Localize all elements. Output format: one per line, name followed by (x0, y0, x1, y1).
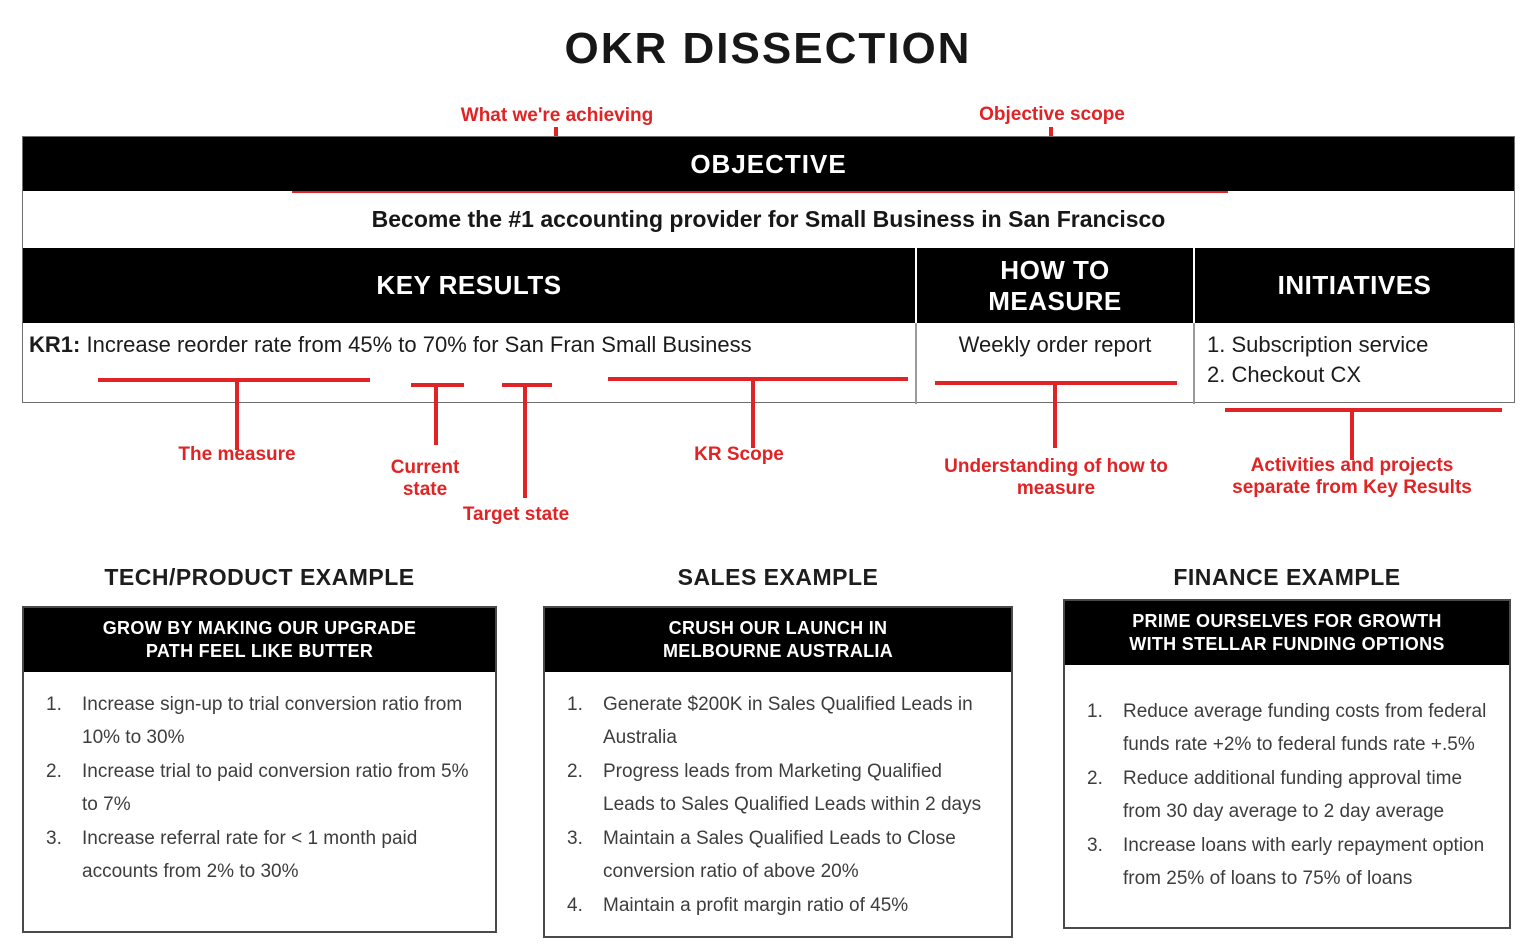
kr1-cell: KR1: Increase reorder rate from 45% to 7… (23, 323, 915, 404)
list-item: 3. Increase loans with early repayment o… (1087, 835, 1485, 889)
tech-example-box: GROW BY MAKING OUR UPGRADE PATH FEEL LIK… (22, 606, 497, 933)
list-item: 4. Maintain a profit margin ratio of 45% (567, 895, 909, 916)
list-item: 2. Increase trial to paid conversion rat… (46, 761, 469, 815)
tech-kr-list: 1. Increase sign-up to trial conversion … (24, 672, 495, 888)
sales-kr-list: 1. Generate $200K in Sales Qualified Lea… (545, 672, 1011, 922)
kr1-label: KR1: (29, 332, 81, 357)
list-item: 2. Reduce additional funding approval ti… (1087, 768, 1463, 822)
kr1-text: Increase reorder rate from 45% to 70% fo… (86, 332, 752, 357)
list-item: 2. Progress leads from Marketing Qualifi… (567, 761, 982, 815)
column-header-row: KEY RESULTS HOW TO MEASURE INITIATIVES (23, 248, 1514, 323)
column-header-key-results: KEY RESULTS (23, 248, 915, 323)
objective-header-label: OBJECTIVE (690, 148, 847, 179)
callout-the-measure: The measure (178, 444, 296, 465)
list-item: 1. Generate $200K in Sales Qualified Lea… (567, 694, 973, 748)
callout-activities: Activities and projects separate from Ke… (1232, 455, 1472, 498)
kr-body-row: KR1: Increase reorder rate from 45% to 7… (23, 323, 1514, 404)
list-item: 1. Reduce average funding costs from fed… (1087, 701, 1487, 755)
callout-objective-scope: Objective scope (979, 104, 1125, 125)
finance-example-box: PRIME OURSELVES FOR GROWTH WITH STELLAR … (1063, 599, 1511, 929)
initiative-item: 2. Checkout CX (1207, 362, 1362, 387)
list-item: 3. Increase referral rate for < 1 month … (46, 828, 418, 882)
objective-text-row: Become the #1 accounting provider for Sm… (23, 191, 1514, 248)
callout-current-state: Current state (390, 457, 460, 500)
callout-target-state: Target state (462, 504, 570, 525)
how-to-measure-cell: Weekly order report (915, 323, 1193, 404)
tech-box-title: GROW BY MAKING OUR UPGRADE PATH FEEL LIK… (24, 608, 495, 672)
callout-what-achieving: What we're achieving (460, 105, 654, 126)
initiative-item: 1. Subscription service (1207, 332, 1429, 357)
sales-example-box: CRUSH OUR LAUNCH IN MELBOURNE AUSTRALIA … (543, 606, 1013, 938)
initiatives-cell: 1. Subscription service 2. Checkout CX (1193, 323, 1514, 404)
connector-measure-line (235, 378, 239, 450)
connector-objective-underline (292, 189, 1228, 193)
connector-understanding-line (1053, 381, 1057, 448)
okr-table: OBJECTIVE Become the #1 accounting provi… (22, 136, 1515, 404)
connector-activities-overline (1225, 408, 1502, 412)
example-heading-finance: FINANCE EXAMPLE (1173, 564, 1401, 590)
connector-activities-line (1350, 408, 1354, 460)
objective-header-bar: OBJECTIVE (23, 137, 1514, 191)
callout-kr-scope: KR Scope (694, 444, 784, 465)
example-heading-tech: TECH/PRODUCT EXAMPLE (104, 564, 415, 590)
list-item: 1. Increase sign-up to trial conversion … (46, 694, 463, 748)
list-item: 3. Maintain a Sales Qualified Leads to C… (567, 828, 956, 882)
finance-box-title: PRIME OURSELVES FOR GROWTH WITH STELLAR … (1065, 601, 1509, 665)
objective-text: Become the #1 accounting provider for Sm… (371, 206, 1166, 232)
column-header-initiatives: INITIATIVES (1193, 248, 1514, 323)
callout-understanding: Understanding of how to measure (944, 456, 1168, 499)
sales-box-title: CRUSH OUR LAUNCH IN MELBOURNE AUSTRALIA (545, 608, 1011, 672)
example-heading-sales: SALES EXAMPLE (677, 564, 879, 590)
connector-current-line (434, 383, 438, 445)
connector-krscope-underline (608, 377, 908, 381)
page-title: OKR DISSECTION (564, 24, 972, 73)
finance-kr-list: 1. Reduce average funding costs from fed… (1065, 665, 1509, 895)
connector-target-line (523, 383, 527, 498)
column-header-how-to-measure: HOW TO MEASURE (915, 248, 1193, 323)
connector-measure-underline (98, 378, 370, 382)
connector-target-underline (502, 383, 552, 387)
connector-krscope-line (751, 377, 755, 448)
